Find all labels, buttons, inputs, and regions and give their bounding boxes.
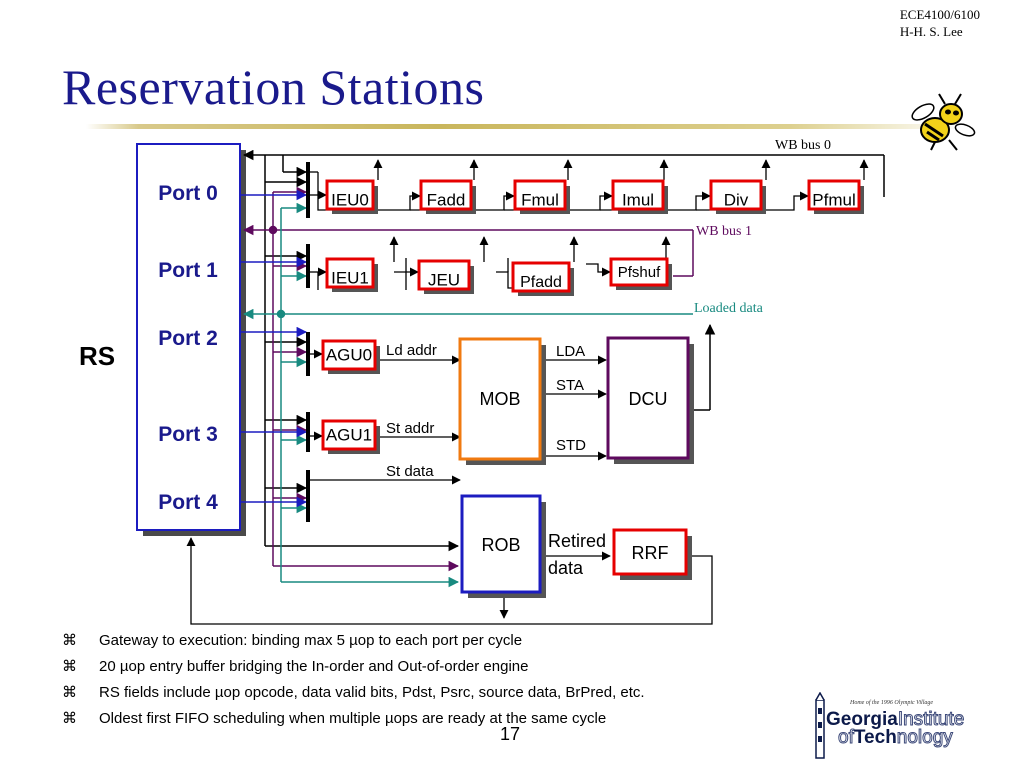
bullet-text: 20 µop entry buffer bridging the In-orde… bbox=[99, 658, 529, 675]
unit-pfmul-label: Pfmul bbox=[812, 190, 855, 209]
command-key-icon: ⌘ bbox=[62, 658, 77, 675]
unit-agu0-label: AGU0 bbox=[326, 345, 372, 364]
command-key-icon: ⌘ bbox=[62, 684, 77, 701]
unit-pfadd-label: Pfadd bbox=[520, 274, 562, 291]
title-underline bbox=[86, 124, 966, 129]
logo-tagline: Home of the 1996 Olympic Village bbox=[850, 700, 934, 706]
ld-addr-label: Ld addr bbox=[386, 342, 437, 359]
bullet-text: Oldest first FIFO scheduling when multip… bbox=[99, 710, 607, 727]
memory-wiring bbox=[310, 349, 607, 485]
port-dispatch-arrows bbox=[240, 189, 308, 508]
row1-wiring bbox=[310, 236, 671, 290]
loaded-data-bus bbox=[242, 202, 693, 588]
unit-imul-label: Imul bbox=[622, 190, 654, 209]
dcu-label: DCU bbox=[629, 389, 668, 409]
sta-label: STA bbox=[556, 377, 584, 394]
unit-agu0: AGU0 bbox=[321, 339, 380, 374]
unit-pfmul: Pfmul bbox=[807, 179, 864, 214]
lda-label: LDA bbox=[556, 343, 585, 360]
port-1-label: Port 1 bbox=[158, 259, 218, 282]
mob-block: MOB bbox=[458, 337, 546, 465]
yellow-jacket-mascot-icon bbox=[911, 93, 976, 151]
unit-fmul: Fmul bbox=[513, 179, 570, 214]
loaded-data-label: Loaded data bbox=[694, 301, 764, 316]
port-2-label: Port 2 bbox=[158, 327, 218, 350]
bullet-item: ⌘ RS fields include µop opcode, data vali… bbox=[62, 680, 645, 706]
unit-jeu-label: JEU bbox=[428, 270, 460, 289]
st-addr-label: St addr bbox=[386, 420, 434, 437]
logo-institute: Institute bbox=[897, 709, 965, 730]
unit-div-label: Div bbox=[724, 190, 749, 209]
unit-agu1: AGU1 bbox=[321, 419, 380, 454]
logo-tech: Tech bbox=[853, 727, 897, 748]
dispatch-bars bbox=[306, 162, 310, 522]
unit-fmul-label: Fmul bbox=[521, 190, 559, 209]
dcu-block: DCU bbox=[606, 336, 694, 464]
rrf-block: RRF bbox=[612, 528, 692, 580]
wb-bus-0 bbox=[242, 149, 885, 552]
unit-div: Div bbox=[709, 179, 766, 214]
std-label: STD bbox=[556, 437, 586, 454]
logo-nology: nology bbox=[896, 727, 953, 748]
page-number: 17 bbox=[500, 724, 521, 744]
bullet-item: ⌘ Oldest first FIFO scheduling when multi… bbox=[62, 706, 645, 732]
rs-box bbox=[136, 143, 241, 531]
slide-title: Reservation Stations bbox=[62, 59, 485, 115]
unit-fadd: Fadd bbox=[419, 179, 476, 214]
author-name: H-H. S. Lee bbox=[899, 24, 963, 39]
tech-tower-icon bbox=[815, 692, 825, 759]
unit-imul: Imul bbox=[611, 179, 668, 214]
wb-bus-0-label: WB bus 0 bbox=[775, 138, 831, 153]
unit-ieu1-label: IEU1 bbox=[331, 268, 369, 287]
port-3-label: Port 3 bbox=[158, 423, 218, 446]
unit-ieu0-label: IEU0 bbox=[331, 190, 369, 209]
unit-fadd-label: Fadd bbox=[427, 190, 466, 209]
unit-pfshuf-label: Pfshuf bbox=[618, 264, 661, 281]
retire-wiring bbox=[186, 537, 713, 625]
bullet-item: ⌘ 20 µop entry buffer bridging the In-ord… bbox=[62, 654, 645, 680]
unit-pfadd: Pfadd bbox=[511, 261, 574, 296]
port-0-label: Port 0 bbox=[158, 182, 218, 205]
georgia-tech-logo: Home of the 1996 Olympic Village Georgia… bbox=[812, 692, 1022, 762]
wb-bus-1-label: WB bus 1 bbox=[696, 224, 752, 239]
rs-label: RS bbox=[79, 341, 115, 371]
rrf-label: RRF bbox=[632, 543, 669, 563]
port-4-label: Port 4 bbox=[158, 491, 218, 514]
st-data-label: St data bbox=[386, 463, 434, 480]
unit-agu1-label: AGU1 bbox=[326, 425, 372, 444]
logo-line-1: GeorgiaInstitute bbox=[826, 709, 965, 730]
rob-label: ROB bbox=[481, 535, 520, 555]
retired-label-line2: data bbox=[548, 558, 584, 578]
unit-ieu0: IEU0 bbox=[325, 179, 378, 214]
rob-block: ROB bbox=[460, 494, 546, 598]
bullet-list: ⌘ Gateway to execution: binding max 5 µop… bbox=[62, 628, 645, 732]
unit-jeu: JEU bbox=[417, 259, 474, 294]
command-key-icon: ⌘ bbox=[62, 632, 77, 649]
course-code: ECE4100/6100 bbox=[899, 7, 980, 22]
unit-ieu1: IEU1 bbox=[325, 257, 378, 292]
unit-pfshuf: Pfshuf bbox=[609, 257, 672, 290]
bullet-item: ⌘ Gateway to execution: binding max 5 µop… bbox=[62, 628, 645, 654]
reservation-station-diagram: IEU0 Fadd Fmul Imul Div Pfmul IEU1 JEU bbox=[79, 138, 885, 625]
course-header: ECE4100/6100 H-H. S. Lee bbox=[900, 6, 980, 40]
command-key-icon: ⌘ bbox=[62, 710, 77, 727]
logo-line-2: ofTechnology bbox=[838, 727, 954, 748]
bullet-text: Gateway to execution: binding max 5 µop … bbox=[99, 632, 523, 649]
logo-of: of bbox=[838, 727, 855, 748]
row0-wiring bbox=[310, 159, 869, 211]
bullet-text: RS fields include µop opcode, data valid… bbox=[99, 684, 645, 701]
logo-georgia: Georgia bbox=[826, 709, 898, 730]
mob-label: MOB bbox=[479, 389, 520, 409]
retired-label-line1: Retired bbox=[548, 531, 606, 551]
